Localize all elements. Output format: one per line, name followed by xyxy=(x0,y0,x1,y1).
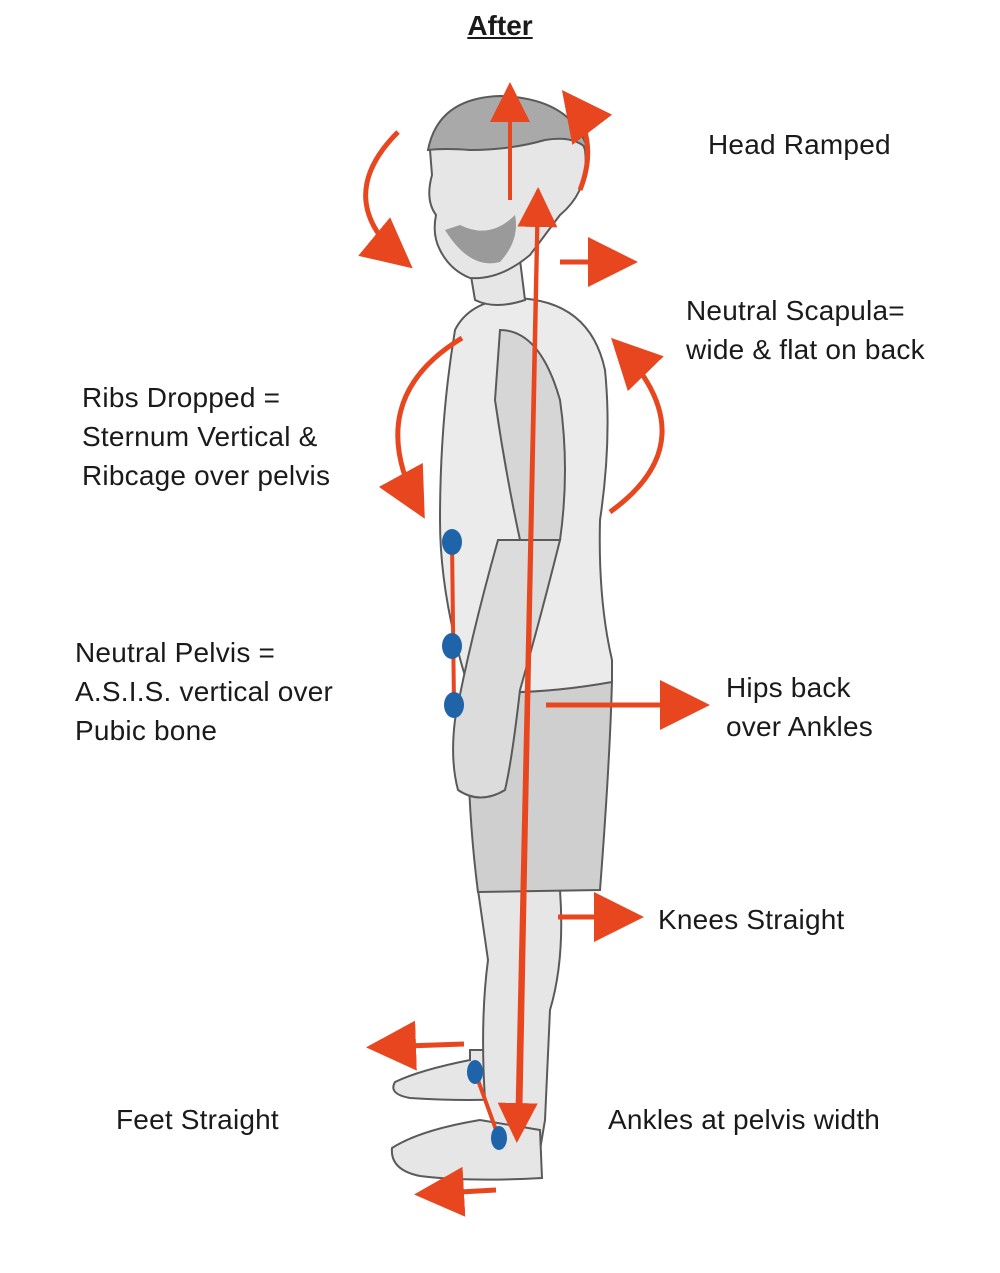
person-silhouette xyxy=(390,94,614,1181)
head-ramp-arrow xyxy=(561,90,613,191)
label-line: Pubic bone xyxy=(75,715,218,746)
label-line: Head Ramped xyxy=(708,129,891,160)
label-line: Ankles at pelvis width xyxy=(608,1104,881,1135)
plumb-line-upper xyxy=(517,187,558,1131)
label-neutral-pelvis: Neutral Pelvis = A.S.I.S. vertical over … xyxy=(75,633,333,750)
label-knees-straight: Knees Straight xyxy=(658,900,844,939)
front-foot-arrow xyxy=(414,1166,497,1217)
head-rotate-arrow xyxy=(358,130,413,269)
label-line: Hips back xyxy=(726,672,851,703)
label-line: over Ankles xyxy=(726,711,873,742)
ribs-arrow xyxy=(378,335,464,519)
label-line: Sternum Vertical & xyxy=(82,421,318,452)
label-feet-straight: Feet Straight xyxy=(116,1100,279,1139)
label-head-ramped: Head Ramped xyxy=(708,125,891,164)
asis-marker xyxy=(442,633,462,659)
pelvis-line xyxy=(450,541,456,706)
rib-marker xyxy=(442,529,462,555)
label-line: Ribs Dropped = xyxy=(82,382,281,413)
scapula-arrow xyxy=(608,337,665,515)
label-line: wide & flat on back xyxy=(686,334,925,365)
back-foot-arrow xyxy=(366,1020,465,1071)
label-ankles-width: Ankles at pelvis width xyxy=(608,1100,880,1139)
label-line: Neutral Pelvis = xyxy=(75,637,276,668)
page-title: After xyxy=(467,10,533,41)
label-ribs-dropped: Ribs Dropped = Sternum Vertical & Ribcag… xyxy=(82,378,330,495)
beard xyxy=(445,215,516,264)
forearm-hand xyxy=(452,539,562,799)
label-line: Neutral Scapula= xyxy=(686,295,905,326)
pubic-marker xyxy=(444,692,464,718)
label-neutral-scapula: Neutral Scapula= wide & flat on back xyxy=(686,291,925,369)
label-line: A.S.I.S. vertical over xyxy=(75,676,334,707)
label-line: Knees Straight xyxy=(658,904,845,935)
label-hips-back: Hips back over Ankles xyxy=(726,668,873,746)
ankle-line xyxy=(473,1071,501,1139)
back-ankle-marker xyxy=(467,1060,483,1084)
label-line: Ribcage over pelvis xyxy=(82,460,331,491)
label-line: Feet Straight xyxy=(116,1104,279,1135)
front-ankle-marker xyxy=(491,1126,507,1150)
